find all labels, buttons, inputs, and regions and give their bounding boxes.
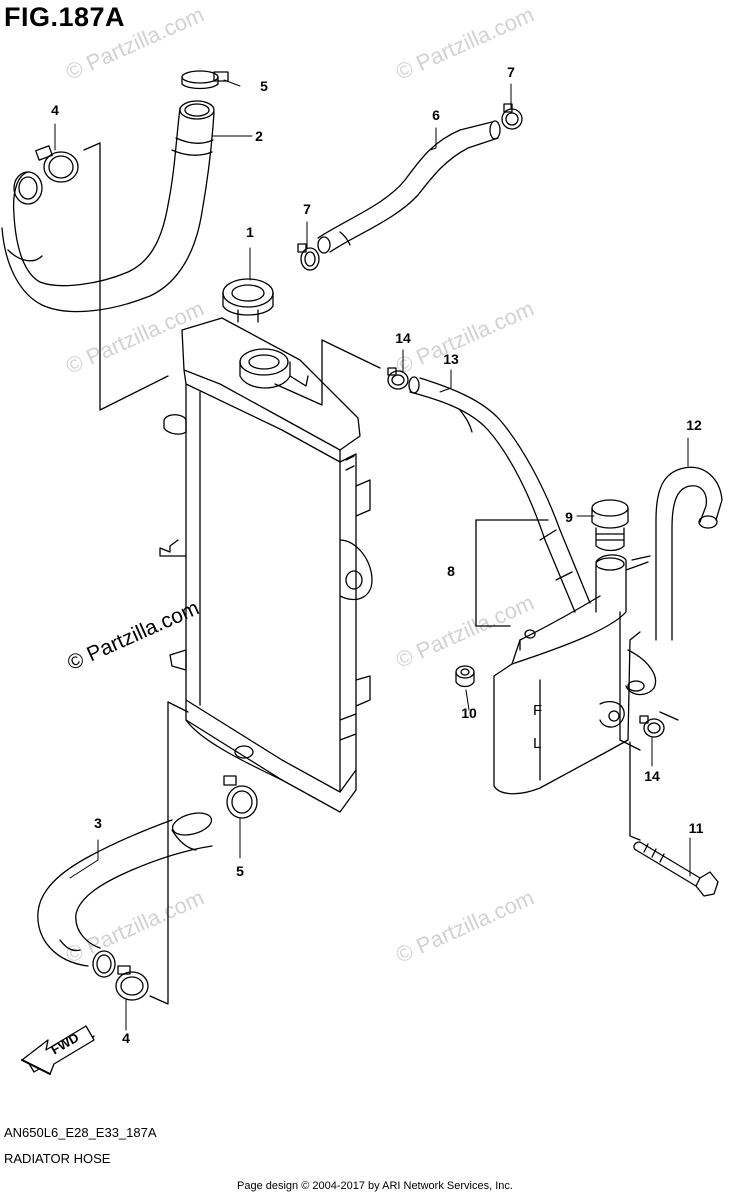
- callout-6[interactable]: 6: [432, 107, 440, 123]
- callout-4-lower[interactable]: 4: [122, 1030, 130, 1046]
- callout-5-upper[interactable]: 5: [260, 78, 268, 94]
- radiator-cap-1[interactable]: [222, 278, 274, 323]
- hose-clamp-5-upper[interactable]: [181, 70, 229, 90]
- reservoir-hose-13[interactable]: [408, 376, 591, 613]
- hose-clamp-4-upper[interactable]: [35, 145, 79, 183]
- hose-clamp-7-lower[interactable]: [297, 243, 320, 271]
- callout-8[interactable]: 8: [447, 563, 455, 579]
- hose-clamp-4-lower[interactable]: [115, 965, 149, 1001]
- bolt-11[interactable]: [633, 841, 719, 897]
- hose-clamp-14-upper[interactable]: [387, 367, 409, 390]
- bypass-hose-6[interactable]: [317, 120, 501, 254]
- callout-12[interactable]: 12: [686, 417, 702, 433]
- callout-1[interactable]: 1: [246, 224, 254, 240]
- radiator[interactable]: [159, 317, 373, 813]
- leader-lines: [54, 79, 691, 1031]
- callout-2[interactable]: 2: [255, 128, 263, 144]
- lower-radiator-hose-3[interactable]: [37, 809, 214, 978]
- reservoir-cap-9[interactable]: [591, 499, 629, 552]
- callout-13[interactable]: 13: [443, 351, 459, 367]
- tank-low-mark: L: [533, 735, 542, 752]
- hose-clamp-5-lower[interactable]: [223, 775, 258, 819]
- callout-10[interactable]: 10: [461, 705, 477, 721]
- callout-7-upper[interactable]: 7: [507, 64, 515, 80]
- callout-14-lower[interactable]: 14: [644, 768, 660, 784]
- overflow-hose-12[interactable]: [655, 466, 723, 641]
- figure-name: RADIATOR HOSE: [4, 1151, 111, 1166]
- figure-title: FIG.187A: [4, 2, 126, 32]
- hose-clamp-7-upper[interactable]: [501, 103, 523, 130]
- tank-full-mark: F: [533, 702, 543, 719]
- callout-11[interactable]: 11: [688, 820, 704, 836]
- grommet-10[interactable]: [455, 665, 475, 688]
- fwd-arrow-icon: [21, 1025, 95, 1075]
- reservoir-tank-8[interactable]: [493, 554, 657, 795]
- callout-9[interactable]: 9: [565, 509, 573, 525]
- callout-7-lower[interactable]: 7: [303, 201, 311, 217]
- page-credit: Page design © 2004-2017 by ARI Network S…: [237, 1180, 513, 1192]
- bracket-lines-lower: [149, 701, 189, 1005]
- figure-code: AN650L6_E28_E33_187A: [4, 1125, 157, 1140]
- bracket-lines-right: [475, 519, 679, 841]
- upper-radiator-hose[interactable]: [1, 100, 215, 313]
- callout-14-upper[interactable]: 14: [395, 330, 411, 346]
- callout-4-upper[interactable]: 4: [51, 102, 59, 118]
- bracket-lines: [83, 142, 381, 411]
- hose-clamp-14-lower[interactable]: [639, 715, 665, 738]
- callout-3[interactable]: 3: [94, 815, 102, 831]
- callout-5-lower[interactable]: 5: [236, 863, 244, 879]
